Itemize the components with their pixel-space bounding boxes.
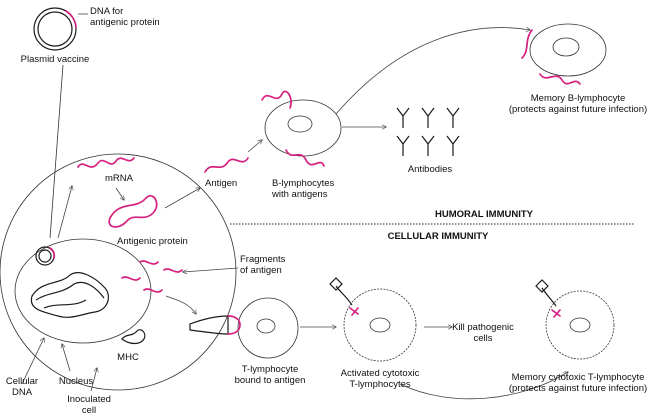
label-activated-1: Activated cytotoxic <box>341 368 420 379</box>
mrna-strand <box>77 157 135 168</box>
label-kill-2: cells <box>473 333 492 344</box>
mhc-shape <box>121 329 146 345</box>
label-cellular: CELLULAR IMMUNITY <box>388 231 489 242</box>
activated-cytotoxic-t-cell <box>329 277 417 362</box>
label-memory-t-2: (protects against future infection) <box>509 383 647 394</box>
memory-b-lymphocyte <box>521 23 607 85</box>
antigen-fragments <box>121 260 183 293</box>
label-dna-antigenic-1: DNA for <box>90 6 123 17</box>
label-antigen: Antigen <box>205 178 237 189</box>
b-lymphocyte <box>261 90 342 167</box>
label-antigenic-protein: Antigenic protein <box>117 236 188 247</box>
label-nucleus: Nucleus <box>59 376 94 387</box>
label-mhc: MHC <box>117 352 139 363</box>
label-b-lymph-1: B-lymphocytes <box>272 178 335 189</box>
arrow-to-memory-t <box>399 372 568 400</box>
label-humoral: HUMORAL IMMUNITY <box>435 209 534 220</box>
label-memory-b-2: (protects against future infection) <box>509 104 647 115</box>
label-antibodies: Antibodies <box>408 164 453 175</box>
label-memory-b-1: Memory B-lymphocyte <box>531 93 626 104</box>
arrow-antigen-to-b <box>247 140 262 153</box>
memory-cytotoxic-t-cell <box>535 279 615 360</box>
pointer-cellular-dna <box>21 338 44 385</box>
label-kill-1: Kill pathogenic <box>452 322 514 333</box>
label-plasmid-vaccine: Plasmid vaccine <box>21 54 90 65</box>
inoculated-cell <box>0 153 237 391</box>
arrow-transcription <box>57 186 72 239</box>
label-inoculated-1: Inoculated <box>67 394 111 405</box>
label-b-lymph-2: with antigens <box>271 189 328 200</box>
label-inoculated-2: cell <box>82 405 96 415</box>
plasmid-to-nucleus-line <box>49 64 64 239</box>
arrow-protein-to-antigen <box>164 188 200 209</box>
nucleus <box>14 238 152 344</box>
label-dna-antigenic-2: antigenic protein <box>90 17 160 28</box>
fragments-pointer <box>183 267 239 272</box>
arrow-translation <box>115 187 124 200</box>
label-activated-2: T-lymphocytes <box>349 379 410 390</box>
antigenic-protein-coil <box>108 195 158 228</box>
t-lymphocyte <box>189 297 299 359</box>
arrow-to-memory-b <box>335 28 530 115</box>
label-cellular-dna-2: DNA <box>12 387 33 398</box>
label-fragments-1: Fragments <box>240 254 286 265</box>
antigen-strand <box>204 157 249 173</box>
label-fragments-2: of antigen <box>240 265 282 276</box>
plasmid <box>33 7 77 51</box>
pointer-nucleus <box>62 344 71 372</box>
label-memory-t-1: Memory cytotoxic T-lymphocyte <box>512 372 645 383</box>
nuclear-plasmid <box>35 246 56 266</box>
label-t-lymph-1: T-lymphocyte <box>242 364 299 375</box>
label-t-lymph-2: bound to antigen <box>235 375 306 386</box>
cellular-dna <box>30 272 109 318</box>
antibodies <box>396 107 460 156</box>
label-mrna: mRNA <box>105 173 134 184</box>
arrow-fragment-to-mhc <box>165 295 196 314</box>
pointer-inoculated-cell <box>90 368 97 392</box>
label-cellular-dna-1: Cellular <box>6 376 38 387</box>
